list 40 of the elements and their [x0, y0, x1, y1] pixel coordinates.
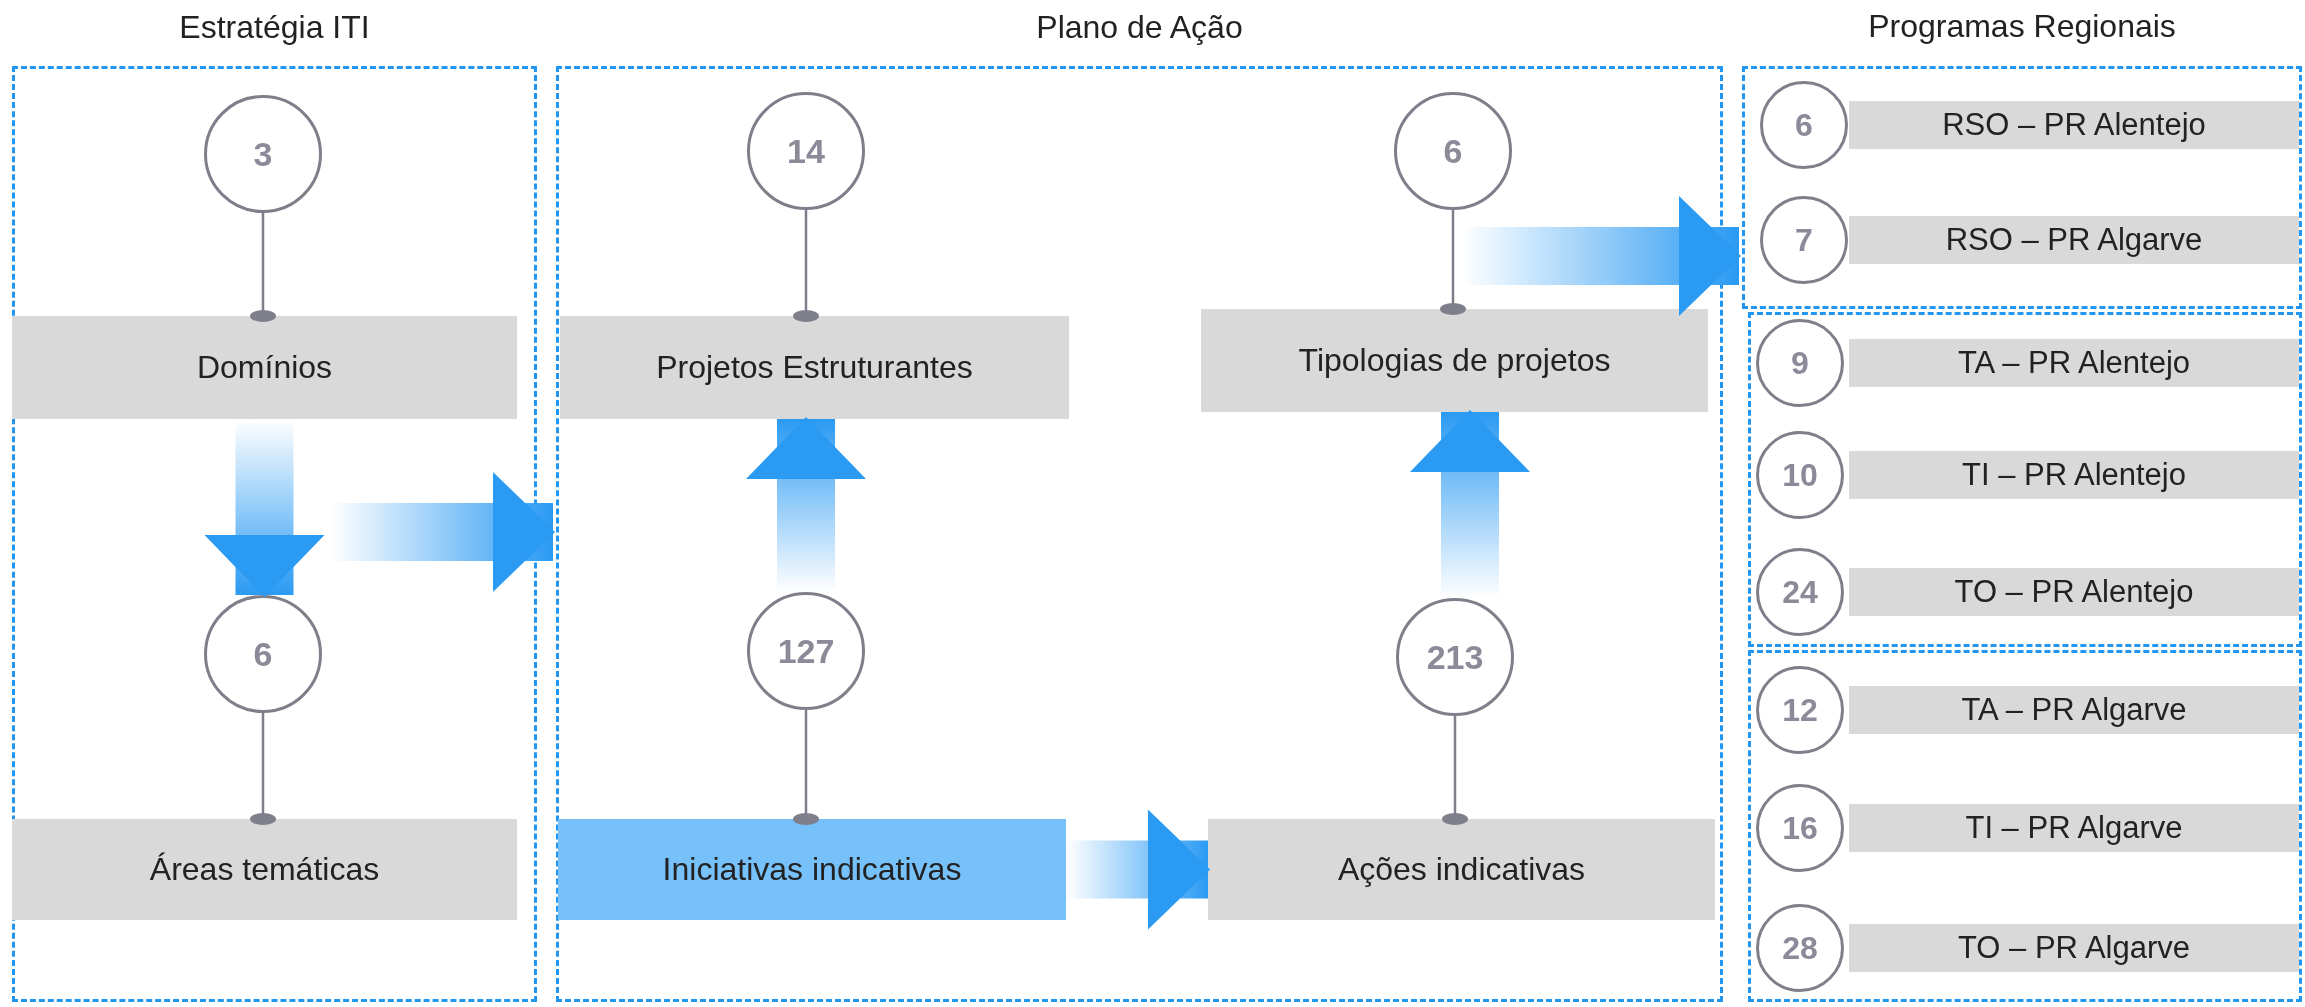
connector-line [793, 710, 819, 825]
connector-line [1440, 210, 1466, 315]
count-circle: 12 [1756, 666, 1844, 754]
count-circle: 9 [1756, 319, 1844, 407]
connector-line [1442, 716, 1468, 825]
count-circle: 127 [747, 592, 865, 710]
label-box: Projetos Estruturantes [560, 316, 1069, 419]
count-circle: 213 [1396, 598, 1514, 716]
program-bar: TI – PR Alentejo [1849, 451, 2299, 499]
count-circle: 28 [1756, 904, 1844, 992]
group-heading: Estratégia ITI [178, 9, 371, 46]
count-circle: 7 [1760, 196, 1848, 284]
program-bar: TO – PR Algarve [1849, 924, 2299, 972]
label-box: Domínios [12, 316, 517, 419]
connector-line [250, 213, 276, 322]
count-circle: 6 [1760, 81, 1848, 169]
program-bar: TI – PR Algarve [1849, 804, 2299, 852]
connector-line [250, 713, 276, 825]
count-circle: 6 [1394, 92, 1512, 210]
count-circle: 14 [747, 92, 865, 210]
group-heading: Plano de Ação [1035, 9, 1244, 46]
program-bar: TO – PR Alentejo [1849, 568, 2299, 616]
label-box: Ações indicativas [1208, 819, 1715, 920]
count-circle: 3 [204, 95, 322, 213]
dashed-group-frame [1748, 650, 2302, 1002]
program-bar: TA – PR Alentejo [1849, 339, 2299, 387]
count-circle: 16 [1756, 784, 1844, 872]
count-circle: 10 [1756, 431, 1844, 519]
program-bar: TA – PR Algarve [1849, 686, 2299, 734]
connector-line [793, 210, 819, 322]
dashed-group-frame [1742, 66, 2302, 309]
count-circle: 6 [204, 595, 322, 713]
label-box: Tipologias de projetos [1201, 309, 1708, 412]
program-bar: RSO – PR Algarve [1849, 216, 2299, 264]
count-circle: 24 [1756, 548, 1844, 636]
label-box: Áreas temáticas [12, 819, 517, 920]
program-bar: RSO – PR Alentejo [1849, 101, 2299, 149]
dashed-group-frame [1748, 312, 2302, 647]
highlighted-label-box: Iniciativas indicativas [558, 819, 1066, 920]
section-heading: Programas Regionais [1867, 8, 2177, 45]
